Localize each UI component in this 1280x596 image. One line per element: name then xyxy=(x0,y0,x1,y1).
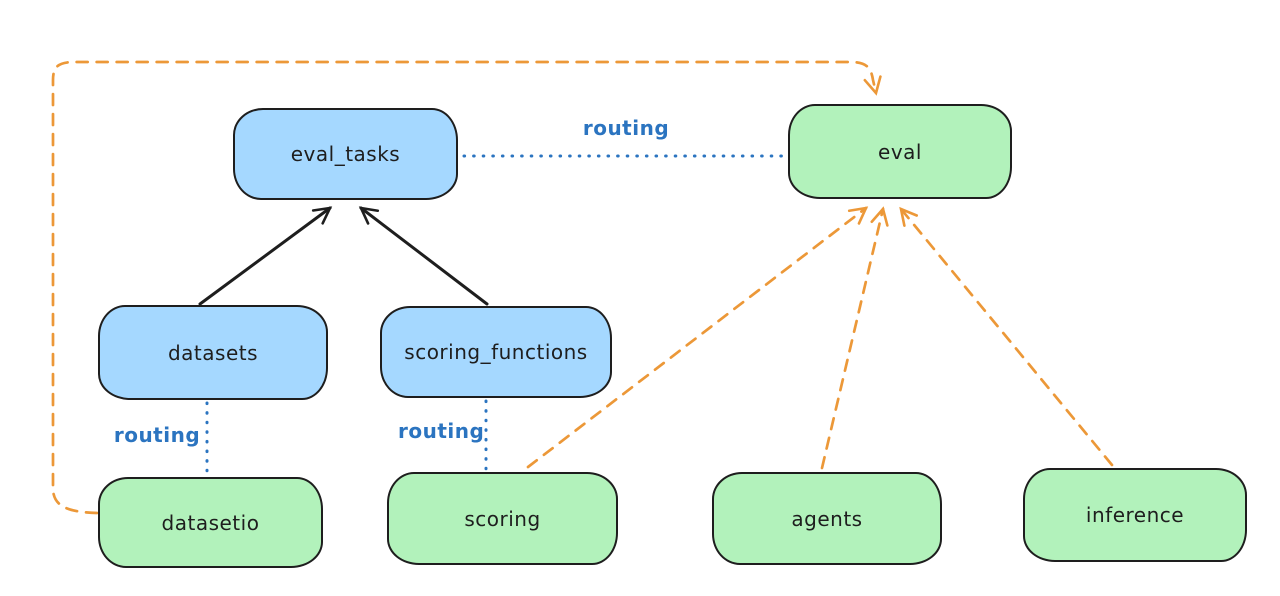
node-agents-label: agents xyxy=(791,506,863,531)
node-eval-tasks-label: eval_tasks xyxy=(290,142,401,166)
node-inference: inference xyxy=(1023,468,1247,562)
edge-scoring-functions-to-eval-tasks xyxy=(358,206,489,306)
node-scoring-functions: scoring_functions xyxy=(380,306,612,398)
node-scoring-functions-label: scoring_functions xyxy=(404,340,588,364)
edge-agents-to-eval xyxy=(820,206,889,470)
node-eval-tasks: eval_tasks xyxy=(233,108,458,200)
node-inference-label: inference xyxy=(1085,503,1185,527)
node-datasets: datasets xyxy=(98,305,328,400)
node-scoring: scoring xyxy=(387,472,618,565)
edge-scoring-to-eval xyxy=(526,206,869,469)
edge-datasets-to-eval-tasks xyxy=(198,206,333,306)
edge-label-routing-eval-tasks-eval: routing xyxy=(582,116,670,140)
node-eval: eval xyxy=(788,104,1012,199)
node-datasetio-label: datasetio xyxy=(161,510,260,535)
edge-label-routing-datasets-datasetio: routing xyxy=(113,423,201,447)
edge-label-routing-scoring-functions-scoring: routing xyxy=(398,419,485,443)
edge-inference-to-eval xyxy=(899,206,1114,467)
node-scoring-label: scoring xyxy=(464,506,541,531)
node-datasetio: datasetio xyxy=(98,477,323,568)
edge-datasetio-to-eval xyxy=(51,60,882,515)
node-agents: agents xyxy=(712,472,942,565)
node-eval-label: eval xyxy=(878,139,922,164)
node-datasets-label: datasets xyxy=(167,340,259,365)
